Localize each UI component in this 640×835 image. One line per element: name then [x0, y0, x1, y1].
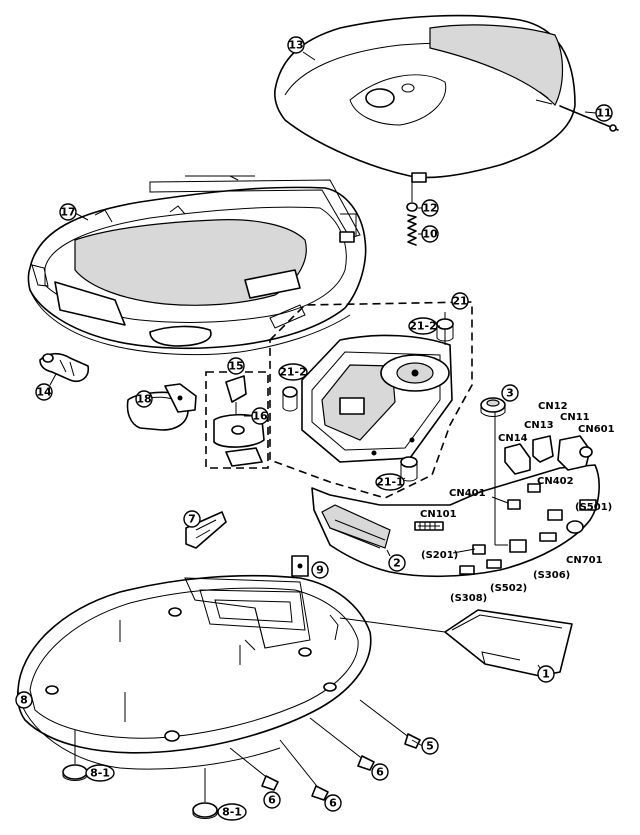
callout-15: 15 — [227, 357, 245, 375]
callout-14-label: 14 — [36, 386, 52, 399]
button-part — [126, 383, 197, 431]
callout-21-2-upper-label: 21-2 — [409, 320, 437, 333]
bracket-part-9 — [291, 555, 309, 577]
callout-1: 1 — [537, 664, 555, 683]
callout-21-1-label: 21-1 — [376, 476, 404, 489]
callout-17-label: 17 — [60, 206, 75, 219]
switch-assembly — [205, 371, 269, 469]
callout-10-label: 10 — [422, 228, 438, 241]
callout-16-label: 16 — [252, 410, 268, 423]
label-s502: (S502) — [490, 583, 527, 594]
bracket-part-7 — [185, 511, 227, 549]
hinge-part — [39, 352, 90, 382]
screw-5 — [359, 699, 427, 749]
foot-right — [192, 768, 218, 819]
callout-8: 8 — [15, 691, 33, 709]
callout-6a-label: 6 — [376, 766, 384, 779]
callout-6b-label: 6 — [268, 794, 276, 807]
callout-8-1-left-label: 8-1 — [90, 767, 110, 780]
callout-18: 18 — [135, 390, 153, 408]
callout-5: 5 — [421, 737, 439, 755]
callout-21-1: 21-1 — [375, 473, 406, 491]
label-cn402: CN402 — [537, 476, 574, 487]
callout-13-label: 13 — [288, 39, 303, 52]
callout-21-2-left: 21-2 — [278, 363, 308, 381]
callout-3-label: 3 — [506, 387, 514, 400]
callout-3: 3 — [501, 384, 519, 402]
callout-8-1-right-label: 8-1 — [222, 806, 242, 819]
callout-9: 9 — [311, 561, 329, 579]
label-s308: (S308) — [450, 593, 487, 604]
callout-8-label: 8 — [20, 694, 28, 707]
label-cn12: CN12 — [538, 401, 568, 412]
callout-18-label: 18 — [136, 393, 151, 406]
callout-12: 12 — [418, 199, 439, 217]
label-s501: (S501) — [575, 502, 612, 513]
callout-10: 10 — [418, 225, 439, 243]
bottom-cabinet — [16, 574, 372, 770]
callout-8-1-right: 8-1 — [217, 803, 247, 821]
callout-16: 16 — [244, 407, 269, 425]
battery-lid — [339, 609, 573, 677]
callout-2: 2 — [386, 549, 406, 572]
callout-12-label: 12 — [422, 202, 437, 215]
label-cn401: CN401 — [449, 488, 486, 499]
callout-11-label: 11 — [596, 107, 611, 120]
callout-7-label: 7 — [188, 513, 196, 526]
label-cn14: CN14 — [498, 433, 528, 444]
callout-14: 14 — [35, 373, 57, 401]
callout-15-label: 15 — [228, 360, 243, 373]
screw-6b — [229, 747, 279, 791]
label-s201: (S201) — [421, 550, 458, 561]
label-cn701: CN701 — [566, 555, 603, 566]
callout-2-label: 2 — [393, 557, 401, 570]
callout-21-2-left-label: 21-2 — [279, 366, 307, 379]
callout-6c-label: 6 — [329, 797, 337, 810]
top-lid — [274, 14, 619, 183]
callout-5-label: 5 — [426, 740, 434, 753]
pcb-spindle — [480, 397, 506, 417]
callout-6b: 6 — [263, 791, 281, 809]
label-cn101: CN101 — [420, 509, 457, 520]
screw-6a — [309, 717, 375, 771]
callout-6a: 6 — [371, 763, 389, 781]
callout-21-label: 21 — [452, 295, 467, 308]
foot-left — [62, 730, 88, 781]
label-cn11: CN11 — [560, 412, 590, 423]
label-cn13: CN13 — [524, 420, 554, 431]
label-s306: (S306) — [533, 570, 570, 581]
upper-cabinet — [27, 175, 367, 356]
callout-17: 17 — [59, 203, 89, 221]
callout-21-2-upper: 21-2 — [408, 317, 440, 335]
callout-1-label: 1 — [542, 668, 550, 681]
callout-6c: 6 — [324, 794, 342, 812]
main-pcb — [311, 410, 600, 578]
callout-13: 13 — [287, 36, 316, 61]
cd-mechanism — [269, 301, 473, 499]
lid-spring-assembly — [406, 182, 418, 246]
screw-6c — [279, 739, 329, 801]
callout-11: 11 — [584, 104, 613, 122]
label-cn601: CN601 — [578, 424, 615, 435]
callout-8-1-left: 8-1 — [85, 764, 115, 782]
callout-7: 7 — [183, 510, 201, 528]
callout-21: 21 — [451, 292, 469, 310]
callout-9-label: 9 — [316, 564, 324, 577]
